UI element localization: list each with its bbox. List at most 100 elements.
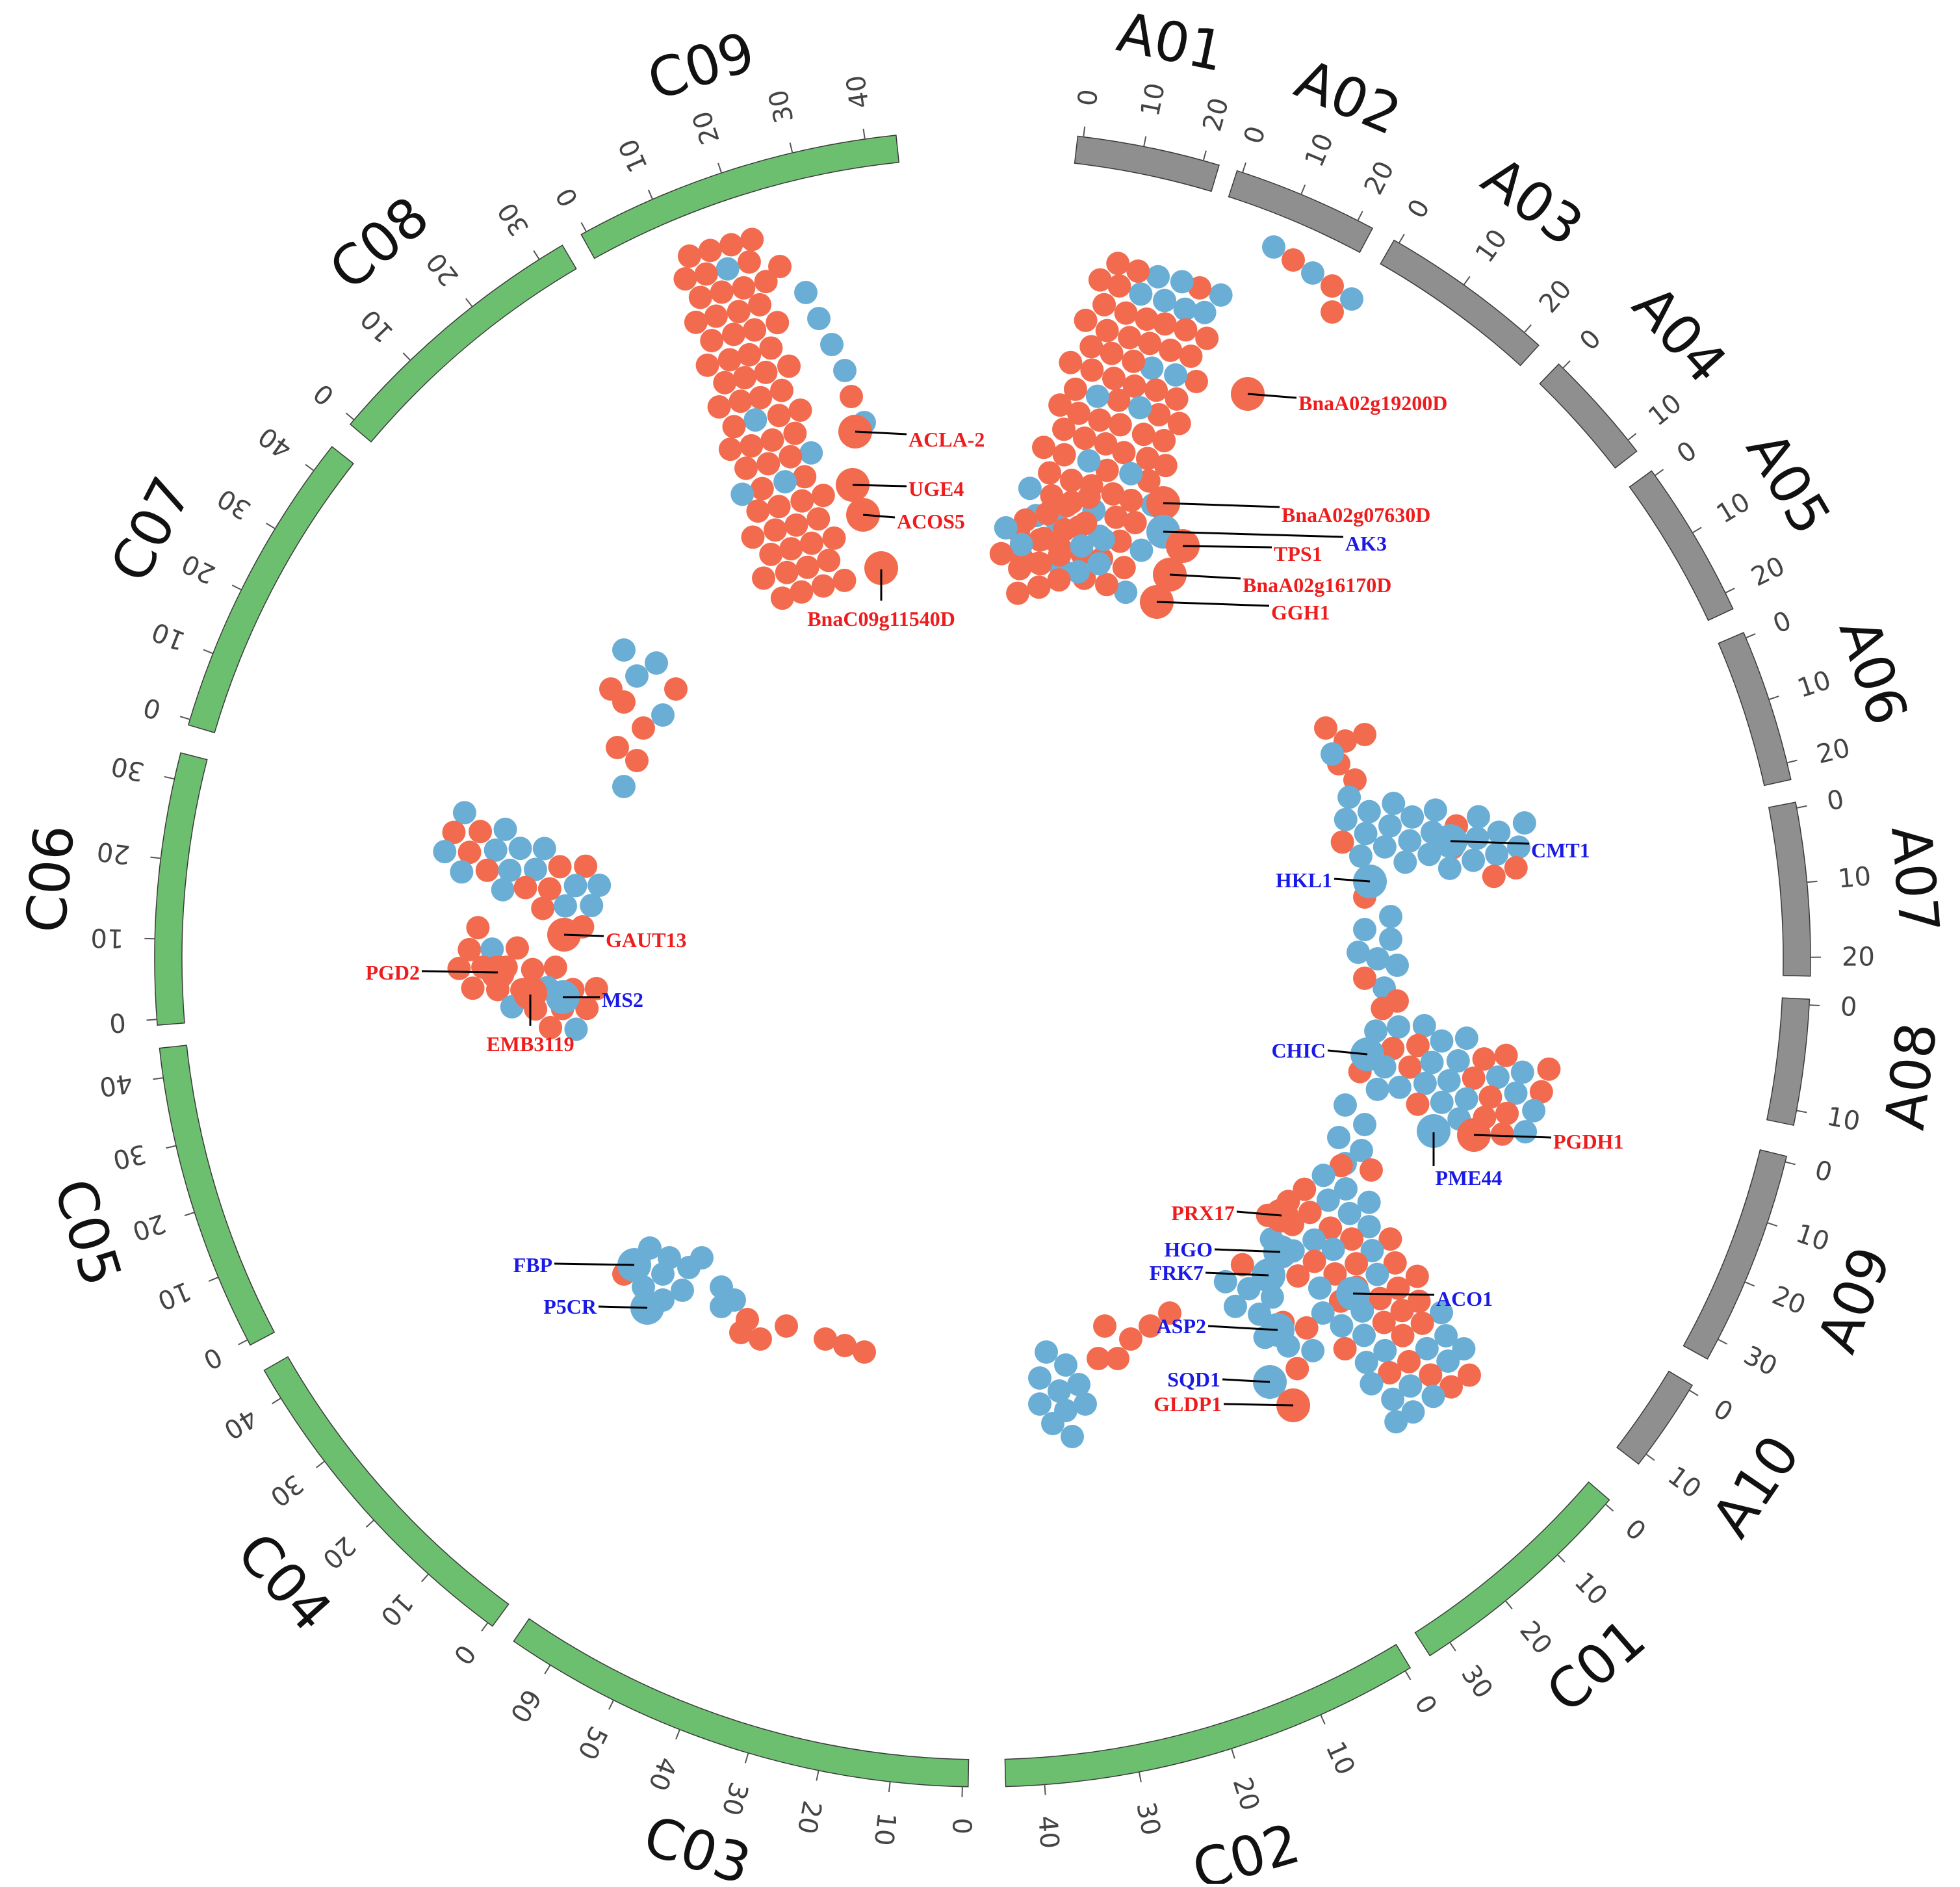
tick-label: 20	[1747, 551, 1790, 593]
network-node	[1511, 1060, 1534, 1084]
tick-mark	[232, 585, 241, 590]
network-node	[1070, 534, 1094, 558]
gene-label-prx17: PRX17	[1171, 1201, 1235, 1225]
network-node	[1041, 1412, 1064, 1435]
network-node	[1358, 800, 1381, 824]
network-node	[1035, 1340, 1058, 1364]
network-node	[1074, 309, 1098, 332]
tick-label: 20	[1814, 733, 1853, 770]
network-node	[710, 1295, 733, 1318]
network-node	[1301, 261, 1324, 285]
network-node	[554, 894, 577, 918]
network-node	[625, 749, 649, 772]
tick-mark	[203, 649, 213, 653]
chromosome-band	[1415, 1482, 1610, 1656]
tick-label: 50	[571, 1721, 613, 1764]
gene-label-pgdh1: PGDH1	[1553, 1130, 1623, 1153]
network-node	[531, 896, 554, 920]
network-node	[1421, 1385, 1445, 1408]
network-node	[1504, 856, 1528, 879]
network-node	[564, 874, 587, 897]
chromosome-band	[1767, 998, 1810, 1125]
network-node	[689, 286, 712, 309]
network-node	[738, 250, 761, 274]
gene-label-ak3: AK3	[1345, 532, 1387, 555]
network-node	[1406, 1093, 1430, 1116]
tick-label: 10	[1794, 665, 1835, 704]
leader-line	[1157, 602, 1269, 606]
network-node	[1347, 941, 1370, 964]
chromosome-band	[155, 753, 207, 1025]
tick-label: 10	[153, 1275, 196, 1316]
chromosome-name: A06	[1827, 611, 1920, 732]
gene-label-chic: CHIC	[1271, 1039, 1326, 1062]
tick-label: 20	[791, 1798, 827, 1836]
network-node	[1152, 429, 1176, 452]
gene-label-aco1: ACO1	[1436, 1287, 1493, 1310]
tick-label: 10	[1135, 81, 1171, 119]
network-node	[1424, 798, 1447, 822]
tick-label: 40	[841, 73, 875, 111]
tick-mark	[1606, 1504, 1614, 1511]
network-node	[1301, 1339, 1324, 1362]
network-node	[767, 495, 791, 518]
network-node	[1337, 785, 1361, 809]
network-node	[1113, 556, 1136, 579]
tick-mark	[209, 1277, 218, 1281]
network-node	[1052, 417, 1076, 441]
tick-mark	[1301, 185, 1305, 194]
chromosome-band	[1769, 802, 1811, 976]
network-node	[625, 664, 649, 688]
tick-mark	[1809, 1005, 1820, 1006]
tick-mark	[1321, 1715, 1325, 1724]
tick-mark	[482, 1622, 488, 1631]
network-node	[722, 322, 745, 346]
network-node	[1195, 326, 1219, 350]
gene-label-cmt1: CMT1	[1531, 839, 1590, 862]
tick-label: 30	[110, 1138, 149, 1175]
network-node	[1104, 506, 1128, 529]
network-node	[673, 267, 697, 291]
network-node	[775, 1314, 798, 1338]
network-node	[1036, 502, 1059, 525]
network-node	[1153, 289, 1176, 312]
tick-label: 30	[492, 197, 535, 241]
network-node	[807, 307, 831, 330]
network-node	[1092, 293, 1116, 317]
network-node	[1008, 557, 1031, 580]
network-node	[1331, 831, 1354, 854]
network-node	[1487, 820, 1510, 844]
network-node	[1286, 1264, 1309, 1288]
network-node	[1373, 835, 1397, 859]
network-node	[450, 860, 473, 883]
network-node	[832, 569, 856, 592]
tick-label: 10	[355, 304, 399, 348]
network-node	[1349, 844, 1373, 868]
tick-label: 0	[447, 1639, 481, 1670]
chromosome-name: A04	[1620, 273, 1739, 395]
gene-label-pgd2: PGD2	[365, 961, 420, 984]
tick-mark	[146, 1019, 157, 1020]
network-node	[749, 386, 772, 410]
network-node	[1371, 996, 1394, 1020]
tick-mark	[864, 129, 865, 139]
network-node	[784, 514, 808, 537]
gene-label-frk7: FRK7	[1149, 1261, 1204, 1284]
network-node	[1400, 805, 1424, 829]
tick-label: 10	[148, 616, 189, 657]
tick-label: 20	[421, 247, 465, 291]
network-node	[788, 398, 812, 422]
network-node	[1537, 1058, 1560, 1081]
network-node	[1353, 1113, 1376, 1136]
network-node	[476, 859, 499, 882]
tick-mark	[316, 1461, 325, 1468]
tick-mark	[545, 1665, 550, 1674]
network-node	[1378, 814, 1402, 838]
network-node	[1106, 252, 1129, 275]
network-node	[1135, 307, 1158, 331]
network-node	[740, 228, 764, 251]
